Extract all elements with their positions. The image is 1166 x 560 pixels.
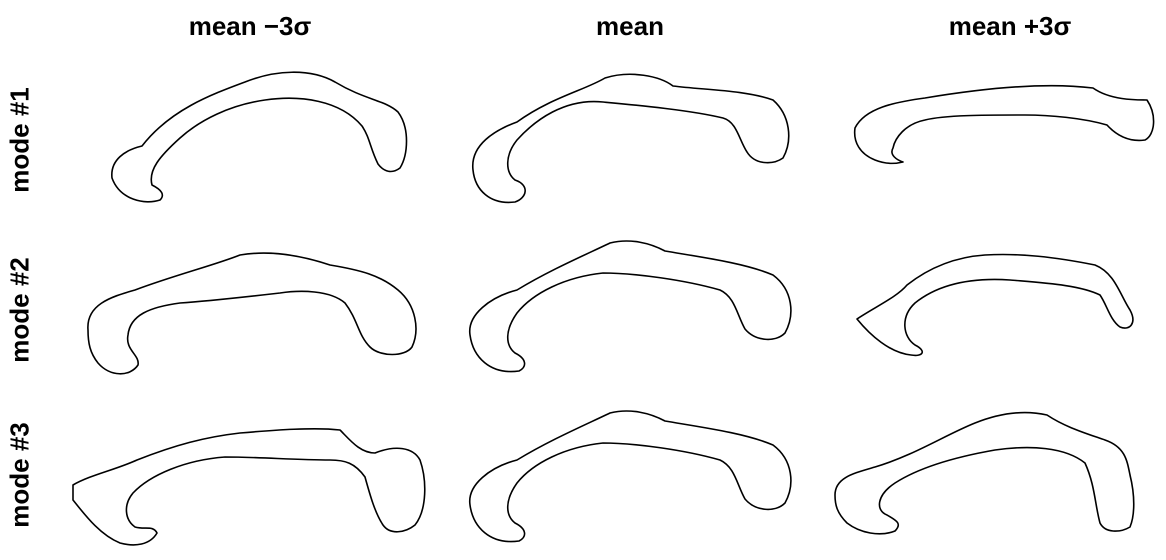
- column-header-mean-minus-3sigma: mean −3σ: [100, 6, 400, 46]
- row-header-mode-2-label: mode #2: [5, 257, 36, 363]
- row-header-mode-3-label: mode #3: [5, 422, 36, 528]
- row-header-mode-3: mode #3: [0, 390, 40, 560]
- shape-mode-2-minus-3sigma: [80, 235, 430, 385]
- callosum-outline: [473, 74, 789, 202]
- row-header-mode-1-label: mode #1: [5, 87, 36, 193]
- callosum-outline: [470, 411, 791, 542]
- callosum-outline: [835, 413, 1134, 534]
- shape-mode-1-minus-3sigma: [100, 60, 420, 210]
- shape-mode-1-plus-3sigma: [845, 60, 1165, 210]
- callosum-outline: [855, 86, 1154, 164]
- column-header-mean-plus-3sigma: mean +3σ: [860, 6, 1160, 46]
- callosum-outline: [857, 254, 1133, 355]
- callosum-outline: [88, 253, 416, 374]
- shape-mode-3-mean: [455, 405, 795, 555]
- shape-mode-2-mean: [455, 235, 795, 385]
- row-header-mode-1: mode #1: [0, 55, 40, 225]
- shape-mode-2-plus-3sigma: [845, 235, 1165, 385]
- callosum-outline: [112, 72, 407, 202]
- shape-mode-3-plus-3sigma: [825, 405, 1160, 555]
- shape-mode-1-mean: [455, 60, 795, 210]
- shape-mode-3-minus-3sigma: [65, 405, 435, 555]
- callosum-outline: [470, 241, 791, 372]
- column-header-mean: mean: [480, 6, 780, 46]
- callosum-outline: [73, 429, 425, 545]
- row-header-mode-2: mode #2: [0, 225, 40, 395]
